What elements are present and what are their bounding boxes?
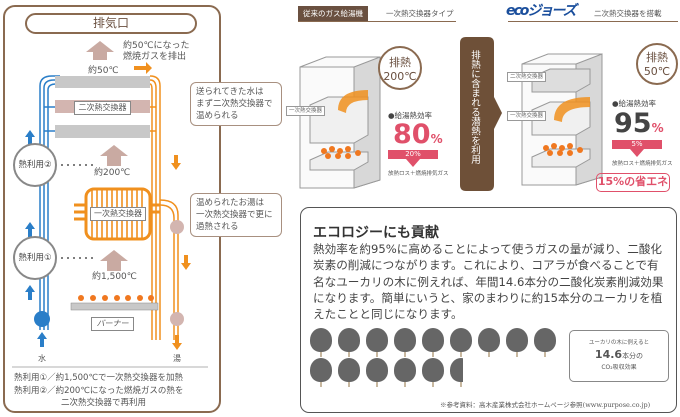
conventional-efficiency: 80% (393, 119, 443, 150)
eco-efficiency-label: ●給湯熱効率 (612, 99, 657, 108)
temp-top: 約50℃ (88, 66, 119, 76)
eco-unit-drawing (521, 53, 603, 186)
eco-secondary-hx-tag: 二次熱交換器 (507, 72, 547, 82)
eco-efficiency: 95% (614, 108, 664, 139)
latent-heat-arrow (460, 37, 502, 191)
conventional-hx-tag: 一次熱交換器 (286, 106, 326, 116)
ecology-title: エコロジーにも貢献 (313, 225, 439, 241)
footnotes: 熱利用①／約1,500℃で一次熱交換器を加熱熱利用②／約200℃になった燃焼ガス… (14, 373, 184, 408)
conventional-loss-bar: 20% (388, 150, 438, 159)
hot-water-label: 湯 (173, 354, 181, 363)
tree-icon (450, 328, 472, 358)
latent-heat-text: 排熱に含まれる潜熱を利用 (469, 50, 480, 164)
conventional-efficiency-label: ●給湯熱効率 (388, 111, 433, 120)
exhaust-arrow (86, 41, 114, 60)
conventional-unit-drawing (299, 56, 381, 189)
loss-arrow (630, 149, 644, 157)
eco-primary-hx-tag: 一次熱交換器 (507, 111, 547, 121)
energy-saving-badge: 15%の省エネ (596, 173, 670, 192)
conventional-badge: 従来のガス給湯機 (298, 6, 368, 21)
tree-icon (338, 328, 360, 358)
water-label: 水 (38, 354, 46, 363)
tree-icon (310, 358, 332, 388)
eco-type: 二次熱交換器を搭載 (594, 9, 662, 18)
tree-icon (534, 328, 556, 358)
tree-icon (478, 328, 500, 358)
temp-burner: 約1,500℃ (92, 272, 137, 282)
temp-mid: 約200℃ (94, 168, 131, 178)
ecology-box (300, 207, 677, 413)
tree-icon (310, 328, 332, 358)
tree-icon (422, 328, 444, 358)
conventional-loss-label: 放熱ロス＋燃焼排気ガス (388, 171, 449, 177)
pipe-diagram (12, 41, 208, 368)
eco-loss-label: 放熱ロス＋燃焼排気ガス (612, 161, 673, 167)
loss-arrow (406, 159, 420, 167)
secondary-hx-label: 二次熱交換器 (74, 101, 131, 115)
co2-summary-box: ユーカリの木に例えると 14.6本分の CO₂吸収効果 (569, 330, 669, 382)
heat-use-1: 熱利用① (13, 236, 57, 280)
ecology-body: 熱効率を約95%に高めることによって使うガスの量が減り、二酸化炭素の削減につなが… (313, 242, 664, 322)
tree-icon (366, 328, 388, 358)
tree-icons (310, 328, 570, 388)
exhaust-note: 約50℃になった燃焼ガスを排出 (123, 41, 190, 62)
callout-primary: 温められたお湯は一次熱交換器で更に過熱される (190, 193, 282, 237)
conventional-type: 一次熱交換器タイプ (386, 9, 454, 18)
eco-loss-bar: 5% (612, 140, 662, 149)
primary-hx-label: 一次熱交換器 (90, 207, 146, 221)
hot-gas-arrow (134, 62, 152, 74)
eco-jozu-logo: ecoジョーズ (506, 3, 577, 19)
tree-icon (450, 358, 464, 388)
tree-icon (394, 358, 416, 388)
callout-secondary: 送られてきた水はまず二次熱交換器で温められる (190, 82, 282, 126)
exhaust-port-label: 排気口 (25, 13, 197, 34)
tree-icon (506, 328, 528, 358)
source-note: ※参考資料：高木産業株式会社ホームページ参照(www.purpose.co.jp… (440, 401, 651, 409)
tree-icon (422, 358, 444, 388)
tree-icon (394, 328, 416, 358)
tree-icon (338, 358, 360, 388)
burner-bar (70, 302, 159, 311)
tree-icon (366, 358, 388, 388)
heat-use-2: 熱利用② (13, 143, 57, 187)
burner-label: バーナー (91, 317, 134, 331)
